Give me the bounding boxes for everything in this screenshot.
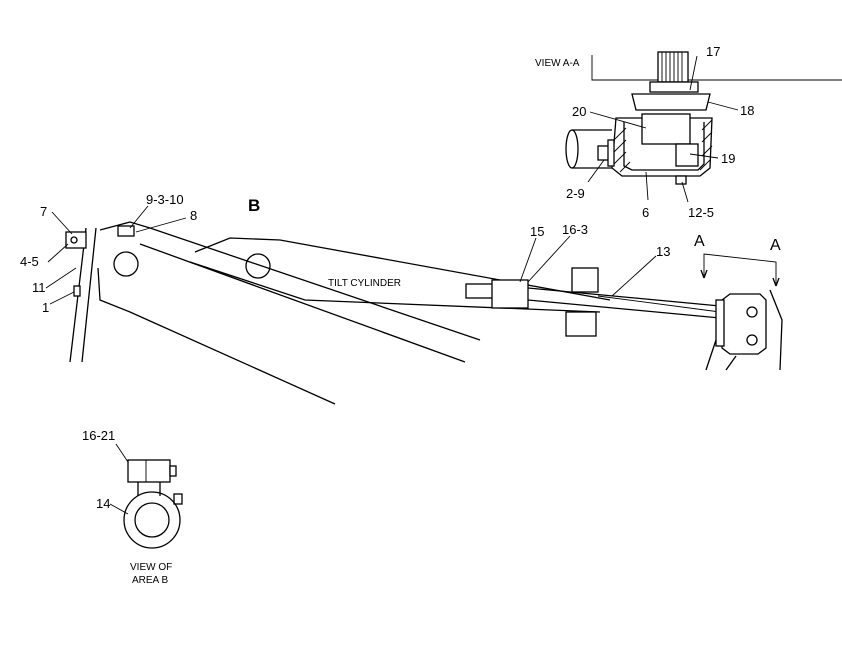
callout-15: 15 — [530, 224, 544, 239]
callout-18: 18 — [740, 103, 754, 118]
section-a-right-label: A — [770, 237, 781, 254]
boom-upper-edge — [99, 221, 481, 341]
callout-2-9: 2-9 — [566, 186, 585, 201]
callout-11: 11 — [32, 280, 46, 295]
bolt-12-5 — [675, 175, 687, 185]
pivot-hole-mid — [245, 253, 271, 279]
callout-13: 13 — [656, 244, 670, 259]
cylinder-collar-upper — [571, 267, 599, 293]
view-aa-detail: VIEW A-A 17 18 20 1 — [535, 44, 842, 220]
callout-14: 14 — [96, 496, 110, 511]
mount-block — [721, 293, 767, 355]
callout-17: 17 — [706, 44, 720, 59]
ring-14 — [123, 491, 181, 549]
callout-20: 20 — [572, 104, 586, 119]
section-a-left-label: A — [694, 233, 705, 250]
tilt-cylinder-label: TILT CYLINDER — [328, 278, 401, 289]
section-b-label: B — [248, 196, 260, 215]
view-aa-title: VIEW A-A — [535, 58, 580, 69]
fitting-body — [657, 51, 689, 83]
section-a-line — [703, 253, 777, 286]
fitting-nut — [649, 81, 699, 93]
callout-8: 8 — [190, 208, 197, 223]
clamp-16-21 — [127, 459, 171, 483]
callout-12-5: 12-5 — [688, 205, 714, 220]
callout-6: 6 — [642, 205, 649, 220]
area-b-detail: 16-21 14 VIEW OF AREA B — [82, 428, 183, 586]
callout-1: 1 — [42, 300, 49, 315]
boom-assembly: B TILT CYLINDER A A 7 4-5 11 1 9-3-10 8 … — [20, 192, 783, 405]
bolt-1 — [73, 285, 81, 297]
callout-16-21: 16-21 — [82, 428, 115, 443]
callout-7: 7 — [40, 204, 47, 219]
plate-18 — [631, 93, 711, 111]
boom-lower-edge — [97, 267, 336, 405]
pivot-hole-left — [113, 251, 139, 277]
bracket-7 — [65, 231, 87, 249]
block-20 — [641, 113, 691, 145]
area-b-title-2: AREA B — [132, 575, 168, 586]
cylinder-collar-lower — [565, 311, 597, 337]
area-b-title-1: VIEW OF — [130, 562, 172, 573]
view-aa-frame-line — [591, 55, 842, 81]
callout-9-3-10: 9-3-10 — [146, 192, 184, 207]
callout-16-3: 16-3 — [562, 222, 588, 237]
callout-19: 19 — [721, 151, 735, 166]
tilt-cylinder-top — [194, 237, 611, 301]
callout-4-5: 4-5 — [20, 254, 39, 269]
clamp-15 — [491, 279, 529, 309]
hydraulic-line-13 — [527, 287, 721, 319]
clip-9-3-10 — [117, 225, 135, 237]
rod-end — [565, 129, 579, 169]
